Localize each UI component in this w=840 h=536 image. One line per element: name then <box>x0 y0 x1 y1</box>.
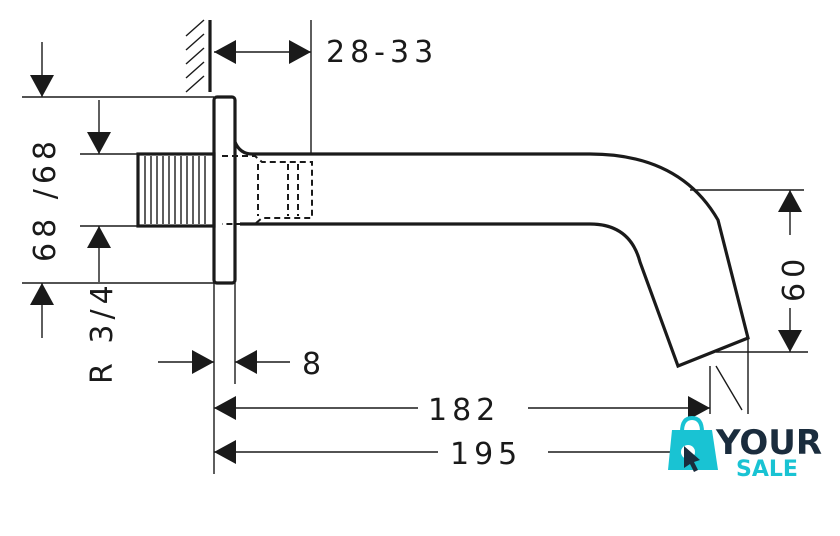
logo-word-bottom: SALE <box>736 457 798 482</box>
dim-projection-total: 195 <box>214 437 678 472</box>
dim-height: 68 /68 <box>28 42 111 338</box>
wall-hatching <box>185 19 212 93</box>
hidden-internals <box>222 155 313 225</box>
dim-wall-depth-label: 28-33 <box>326 35 438 70</box>
dim-flange-thickness: 8 <box>158 347 326 382</box>
dim-spout-drop-label: 60 <box>777 254 812 302</box>
dim-height-label: 68 /68 <box>28 136 63 262</box>
your-sale-logo: YOUR SALE <box>668 415 822 482</box>
dim-wall-depth: 28-33 <box>214 35 438 70</box>
dim-projection-total-label: 195 <box>450 437 522 472</box>
logo-word-top: YOUR <box>715 423 822 463</box>
wall-flange <box>212 95 237 285</box>
dim-projection-inner: 182 <box>214 393 710 428</box>
dim-projection-inner-label: 182 <box>428 393 500 428</box>
threaded-connector <box>136 152 216 228</box>
spout-body <box>233 141 750 369</box>
shopping-bag-icon <box>668 415 718 472</box>
dim-spout-drop: 60 <box>777 190 812 352</box>
thread-label: R 3/4 <box>85 280 120 384</box>
dim-flange-thickness-label: 8 <box>302 347 326 382</box>
extension-lines <box>22 20 808 474</box>
